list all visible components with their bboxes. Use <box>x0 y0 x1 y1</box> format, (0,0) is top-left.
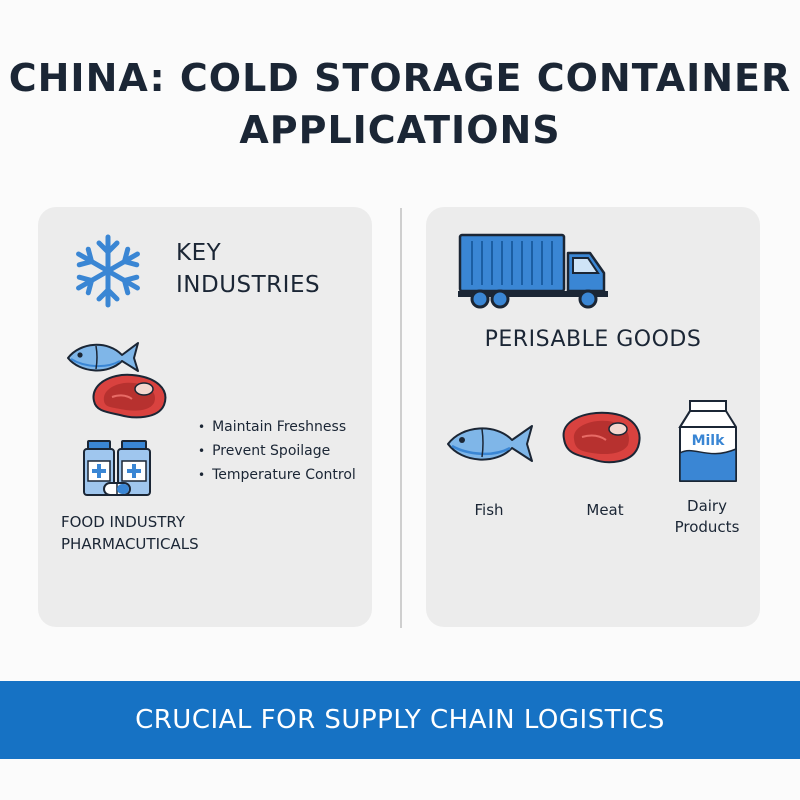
truck-icon <box>458 233 608 309</box>
steak-icon <box>562 411 641 464</box>
good-label-dairy-line1: Dairy <box>687 497 727 515</box>
fish-icon <box>67 342 139 372</box>
perishable-goods-panel: PERISABLE GOODS Milk Fish Meat Dairy Pro… <box>426 207 760 627</box>
fish-icon <box>447 425 533 462</box>
steak-icon <box>92 373 167 419</box>
page-title: CHINA: COLD STORAGE CONTAINER APPLICATIO… <box>0 52 800 156</box>
medicine-bottles-icon <box>83 440 151 496</box>
good-label-fish: Fish <box>474 501 504 519</box>
benefits-list: Maintain Freshness Prevent Spoilage Temp… <box>198 415 356 487</box>
key-industries-heading-line2: INDUSTRIES <box>176 272 321 298</box>
industry-pharmaceuticals: PHARMACUTICALS <box>61 535 199 553</box>
key-industries-panel: KEY INDUSTRIES Maintain Freshness Preven… <box>38 207 372 627</box>
milk-carton-icon: Milk <box>678 400 737 482</box>
good-label-dairy-line2: Products <box>674 518 740 536</box>
snowflake-icon <box>76 234 140 308</box>
key-industries-heading-line1: KEY <box>176 240 222 266</box>
list-item: Prevent Spoilage <box>198 439 356 463</box>
list-item: Temperature Control <box>198 463 356 487</box>
industry-food: FOOD INDUSTRY <box>61 513 186 531</box>
good-label-meat: Meat <box>586 501 624 519</box>
page-title-line2: APPLICATIONS <box>239 108 561 152</box>
perishable-goods-heading: PERISABLE GOODS <box>484 327 702 352</box>
panel-divider <box>400 208 402 628</box>
industries-list: FOOD INDUSTRY PHARMACUTICALS <box>61 511 199 555</box>
list-item: Maintain Freshness <box>198 415 356 439</box>
key-industries-heading: KEY INDUSTRIES <box>176 237 320 301</box>
page-title-line1: CHINA: COLD STORAGE CONTAINER <box>8 56 792 100</box>
good-label-dairy: Dairy Products <box>662 496 752 538</box>
milk-label: Milk <box>692 433 726 449</box>
footer-banner: CRUCIAL FOR SUPPLY CHAIN LOGISTICS <box>0 681 800 759</box>
